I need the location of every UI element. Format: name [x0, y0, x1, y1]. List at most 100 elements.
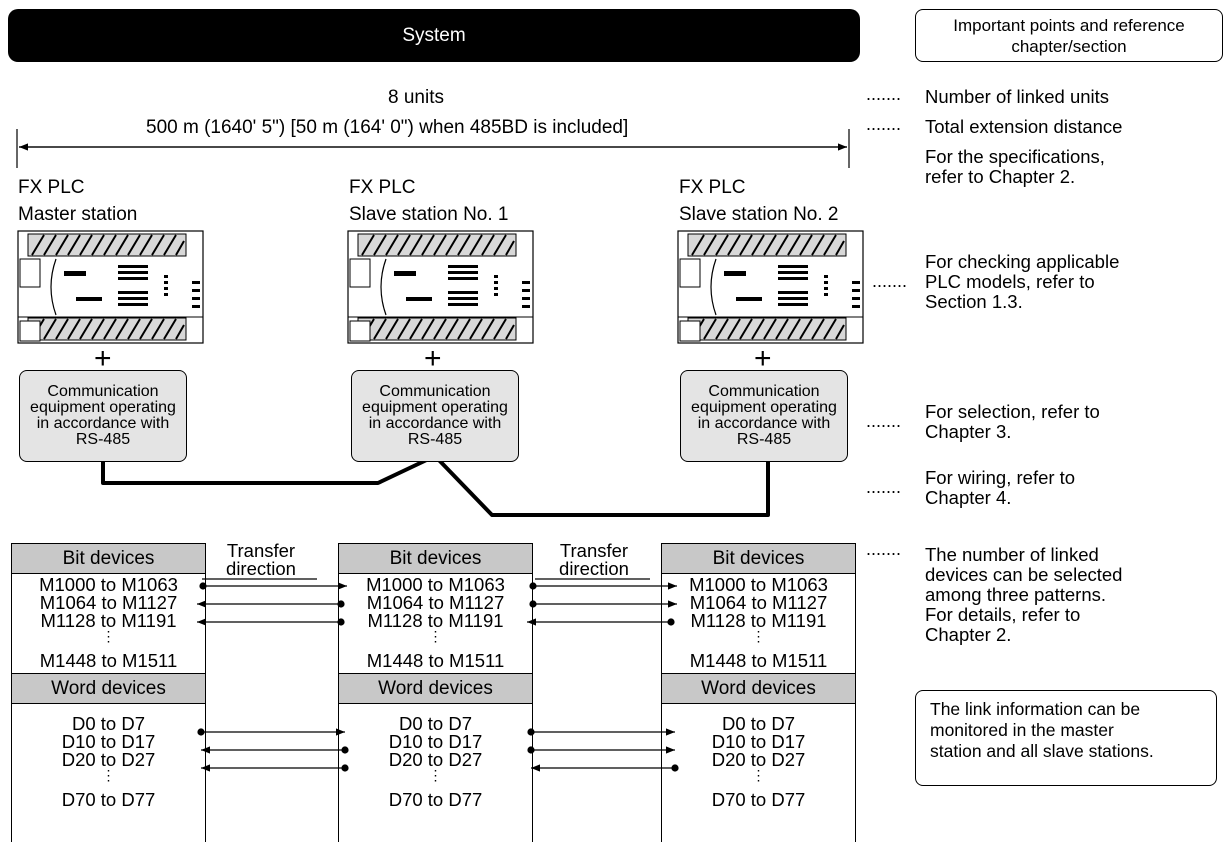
word-devices-header: Word devices: [12, 673, 205, 704]
comm-line-2: equipment operating: [362, 399, 508, 416]
comm-equipment-box-slave2: Communication equipment operating in acc…: [680, 370, 848, 462]
note-line: The link information can be: [930, 699, 1141, 719]
bit-row: M1000 to M1063: [689, 574, 828, 595]
word-devices-header: Word devices: [662, 673, 855, 704]
bit-row: M1128 to M1191: [367, 610, 504, 631]
note-line: monitored in the master: [930, 720, 1114, 740]
ellipsis: ⋮: [428, 767, 443, 783]
note-total-distance: Total extension distance: [925, 116, 1123, 137]
word-row: D70 to D77: [388, 789, 483, 810]
station-slave1-label: Slave station No. 1: [349, 204, 509, 225]
comm-line-3: in accordance with: [697, 415, 831, 432]
note-line: For selection, refer to: [925, 401, 1100, 422]
ellipsis: ⋮: [428, 628, 443, 644]
bit-devices-header: Bit devices: [662, 544, 855, 574]
bit-row: M1064 to M1127: [366, 592, 505, 613]
note-line: For the specifications,: [925, 146, 1105, 167]
units-label: 8 units: [388, 87, 444, 108]
comm-line-1: Communication: [379, 383, 491, 400]
bit-row: M1448 to M1511: [366, 650, 505, 671]
note-line: station and all slave stations.: [930, 741, 1154, 761]
note-line: refer to Chapter 2.: [925, 166, 1076, 187]
word-row: D0 to D7: [71, 713, 145, 734]
leader-dots: .......: [866, 477, 902, 497]
word-row: D10 to D17: [388, 731, 483, 752]
bit-row: M1000 to M1063: [366, 574, 505, 595]
device-table-slave2: Bit devices M1000 to M1063 M1064 to M112…: [661, 543, 856, 842]
transfer-word-1: Transfer: [559, 540, 629, 561]
plus-sign-master: +: [94, 342, 112, 375]
note-line: Chapter 3.: [925, 421, 1012, 442]
comm-line-2: equipment operating: [691, 399, 837, 416]
leader-dots: .......: [872, 271, 908, 291]
plus-sign-slave2: +: [754, 342, 772, 375]
note-line: Chapter 2.: [925, 624, 1012, 645]
transfer-direction-label-1: Transfer direction: [207, 541, 315, 579]
ellipsis: ⋮: [101, 628, 116, 644]
bit-row: M1128 to M1191: [40, 610, 177, 631]
reference-line-2: chapter/section: [1011, 36, 1127, 56]
leader-dots: .......: [866, 84, 902, 104]
note-line: PLC models, refer to: [925, 271, 1095, 292]
note-line: For checking applicable: [925, 251, 1120, 272]
transfer-word-2: direction: [226, 558, 296, 579]
transfer-word-2: direction: [559, 558, 629, 579]
comm-line-4: RS-485: [75, 431, 131, 448]
bit-devices-header: Bit devices: [12, 544, 205, 574]
device-table-slave1: Bit devices M1000 to M1063 M1064 to M112…: [338, 543, 533, 842]
bit-row: M1000 to M1063: [39, 574, 178, 595]
word-row: D20 to D27: [388, 749, 483, 770]
word-row: D0 to D7: [398, 713, 472, 734]
word-row: D70 to D77: [61, 789, 156, 810]
note-devices: The number of linked devices can be sele…: [925, 545, 1122, 645]
word-row: D10 to D17: [711, 731, 806, 752]
word-devices-header: Word devices: [339, 673, 532, 704]
station-master-type: FX PLC: [18, 177, 85, 198]
comm-line-4: RS-485: [736, 431, 792, 448]
station-slave1-type: FX PLC: [349, 177, 416, 198]
system-label: System: [402, 24, 466, 46]
ellipsis: ⋮: [751, 767, 766, 783]
note-line: Chapter 4.: [925, 487, 1012, 508]
bit-row: M1448 to M1511: [689, 650, 828, 671]
note-line: devices can be selected: [925, 564, 1123, 585]
ellipsis: ⋮: [101, 767, 116, 783]
station-slave2-type: FX PLC: [679, 177, 746, 198]
link-info-box: The link information can be monitored in…: [915, 690, 1217, 786]
note-line: Section 1.3.: [925, 291, 1023, 312]
note-linked-units: Number of linked units: [925, 86, 1110, 107]
note-line: among three patterns.: [925, 584, 1106, 605]
comm-line-4: RS-485: [407, 431, 463, 448]
word-row: D20 to D27: [61, 749, 156, 770]
note-wiring: For wiring, refer to Chapter 4.: [925, 468, 1075, 508]
comm-line-3: in accordance with: [368, 415, 502, 432]
plc-master-image: [17, 230, 204, 344]
comm-line-1: Communication: [708, 383, 820, 400]
device-table-master: Bit devices M1000 to M1063 M1064 to M112…: [11, 543, 206, 842]
ellipsis: ⋮: [751, 628, 766, 644]
bit-row: M1064 to M1127: [689, 592, 828, 613]
bit-row: M1448 to M1511: [39, 650, 178, 671]
leader-dots: .......: [866, 114, 902, 134]
reference-line-1: Important points and reference: [953, 15, 1185, 35]
bit-row: M1064 to M1127: [39, 592, 178, 613]
station-slave2-label: Slave station No. 2: [679, 204, 839, 225]
note-line: For wiring, refer to: [925, 467, 1076, 488]
note-line: For details, refer to: [925, 604, 1081, 625]
comm-line-1: Communication: [47, 383, 159, 400]
comm-equipment-box-slave1: Communication equipment operating in acc…: [351, 370, 519, 462]
system-banner: System: [8, 9, 860, 62]
word-row: D0 to D7: [721, 713, 795, 734]
note-spec-ref: For the specifications, refer to Chapter…: [925, 147, 1105, 187]
word-row: D70 to D77: [711, 789, 806, 810]
distance-label: 500 m (1640' 5") [50 m (164' 0") when 48…: [146, 117, 629, 138]
leader-dots: .......: [866, 411, 902, 431]
plus-sign-slave1: +: [424, 342, 442, 375]
bit-row: M1128 to M1191: [690, 610, 827, 631]
note-plc-models: For checking applicable PLC models, refe…: [925, 252, 1119, 312]
comm-line-2: equipment operating: [30, 399, 176, 416]
transfer-direction-label-2: Transfer direction: [540, 540, 648, 579]
reference-box: Important points and reference chapter/s…: [915, 9, 1223, 62]
word-row: D10 to D17: [61, 731, 156, 752]
note-selection: For selection, refer to Chapter 3.: [925, 402, 1100, 442]
